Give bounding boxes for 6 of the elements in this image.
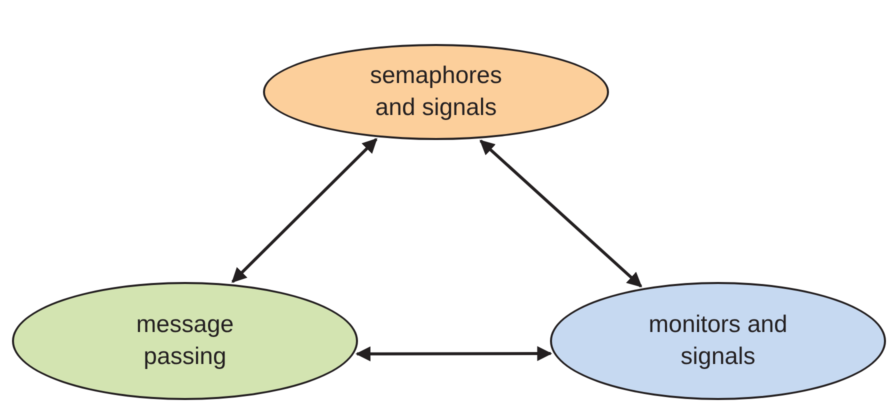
double-arrow [355,346,552,362]
node-label: message passing [135,310,235,372]
node-label: semaphores and signals [368,61,504,123]
double-arrow [232,138,378,283]
node-label: monitors and signals [648,310,788,372]
double-arrow [480,140,642,288]
